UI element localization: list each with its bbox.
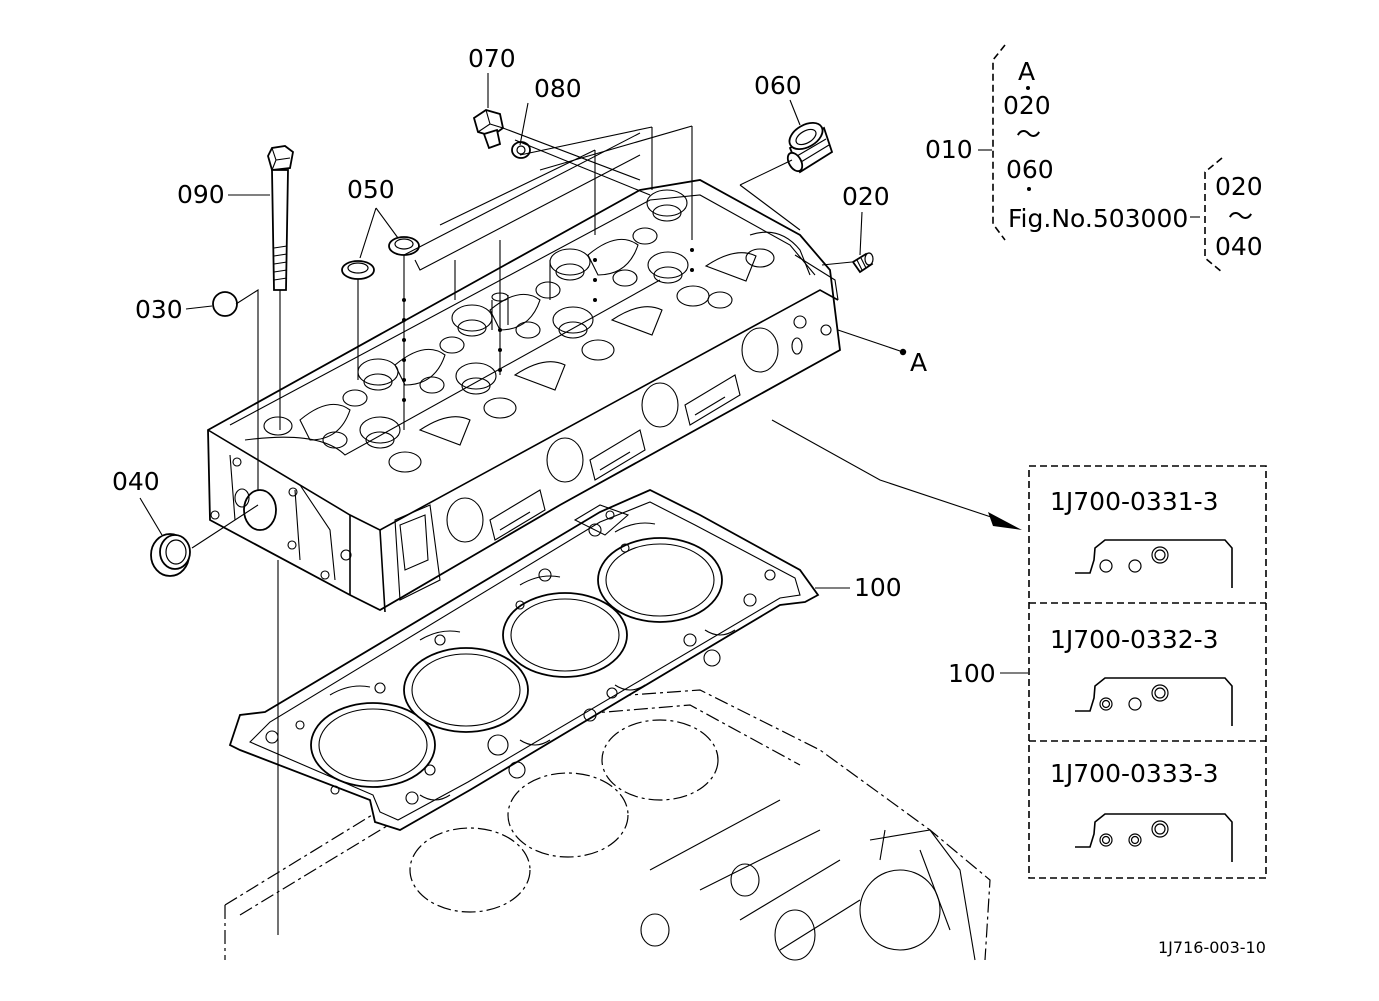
oring-050-right xyxy=(388,236,420,256)
label-060: 060 xyxy=(754,71,802,100)
label-ref-a: A xyxy=(910,348,927,377)
variant-3: 1J700-0333-3 xyxy=(1050,759,1233,862)
plug-020 xyxy=(851,252,874,274)
variant-2: 1J700-0332-3 xyxy=(1050,625,1233,726)
label-030: 030 xyxy=(135,295,183,324)
assembly-legend: 010 A 020 ～ 060 Fig.No.503000 020 ～ 040 xyxy=(925,44,1263,273)
legend-tilde: ～ xyxy=(1016,120,1041,149)
variant-1: 1J700-0331-3 xyxy=(1050,487,1233,588)
legend-dot-1 xyxy=(1026,86,1030,90)
label-040: 040 xyxy=(112,467,160,496)
legend-item-a: A xyxy=(1018,57,1035,86)
legend-range-from: 020 xyxy=(1003,91,1051,120)
variant-1-part-number: 1J700-0331-3 xyxy=(1050,487,1219,516)
legend-sub-to: 040 xyxy=(1215,232,1263,261)
cylinder-head xyxy=(207,179,841,613)
oring-050-left xyxy=(341,260,375,280)
legend-group-label: 010 xyxy=(925,135,973,164)
ref-a-leader xyxy=(837,329,907,356)
label-100-gasket: 100 xyxy=(854,573,902,602)
seal-040 xyxy=(150,533,191,577)
ball-030 xyxy=(212,291,238,317)
legend-sub-from: 020 xyxy=(1215,172,1263,201)
label-100-variants: 100 xyxy=(948,659,996,688)
variant-arrow xyxy=(771,419,1022,530)
variant-2-part-number: 1J700-0332-3 xyxy=(1050,625,1219,654)
head-gasket xyxy=(228,489,820,831)
label-080: 080 xyxy=(534,74,582,103)
cylinder-block-outline xyxy=(224,689,991,961)
label-020: 020 xyxy=(842,182,890,211)
label-050: 050 xyxy=(347,175,395,204)
callout-labels: 070 080 060 090 050 020 030 040 100 A xyxy=(112,44,927,602)
legend-sub-tilde: ～ xyxy=(1228,202,1253,231)
plug-070 xyxy=(472,109,505,150)
figure-code: 1J716-003-10 xyxy=(1158,938,1266,957)
washer-080 xyxy=(511,141,531,159)
gasket-variant-box: 100 1J700-0331-3 1J700-0332-3 1J700-0333… xyxy=(948,465,1267,879)
plug-060 xyxy=(786,121,834,174)
variant-3-part-number: 1J700-0333-3 xyxy=(1050,759,1219,788)
legend-dot-2 xyxy=(1027,187,1031,191)
leader-lines xyxy=(191,125,853,935)
assembly-dots xyxy=(402,248,694,402)
legend-fig-ref: Fig.No.503000 xyxy=(1008,204,1188,233)
label-070: 070 xyxy=(468,44,516,73)
legend-range-to: 060 xyxy=(1006,155,1054,184)
bolt-090 xyxy=(267,145,294,291)
label-090: 090 xyxy=(177,180,225,209)
